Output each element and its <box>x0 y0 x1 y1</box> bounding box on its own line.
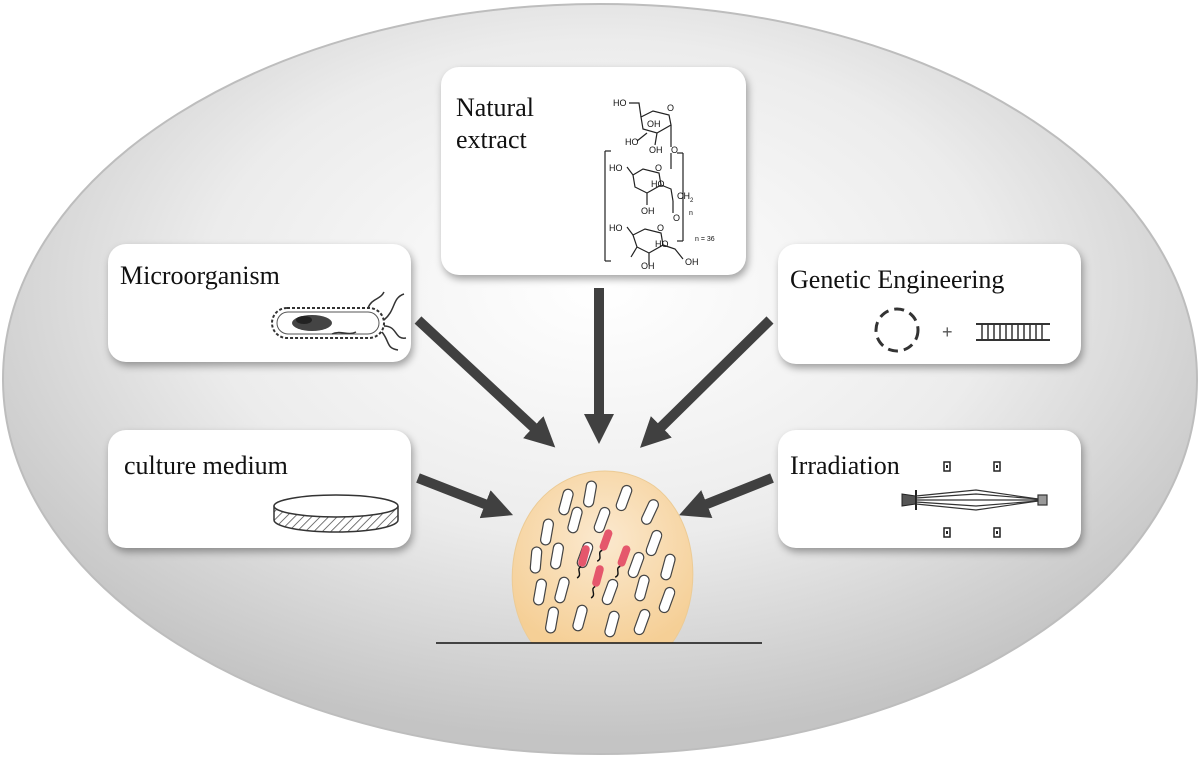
structure-n-value: n = 36 <box>695 236 715 243</box>
structure-o-3: O <box>655 163 662 173</box>
structure-o-4: O <box>673 213 680 223</box>
genetic-plus-sign: + <box>942 322 953 342</box>
dna-fragment-icon <box>976 323 1050 341</box>
structure-ho-1: HO <box>613 98 627 108</box>
microorganism-label: Microorganism <box>120 261 280 290</box>
structure-oh-1: OH <box>647 119 661 129</box>
irradiation-label: Irradiation <box>790 451 900 480</box>
bacterium-icon <box>271 291 407 351</box>
structure-ho-3: HO <box>609 163 623 173</box>
natural-extract-label-line1: Natural <box>456 93 534 122</box>
structure-ch2: CH2 <box>677 191 694 204</box>
structure-oh-4: OH <box>641 261 655 271</box>
polysaccharide-structure-icon: HO OH O HO OH O HO O HO CH2 OH O n HO O … <box>604 98 715 271</box>
irradiation-beam-icon <box>901 461 1048 538</box>
structure-n-subscript: n <box>689 210 693 217</box>
structure-oh-3: OH <box>641 206 655 216</box>
structure-o-2: O <box>671 145 678 155</box>
plasmid-dna-icon <box>874 307 920 353</box>
structure-oh-2: OH <box>649 145 663 155</box>
structure-ho-4: HO <box>651 179 665 189</box>
structure-ho-2: HO <box>625 137 639 147</box>
structure-o-1: O <box>667 103 674 113</box>
genetic-engineering-label: Genetic Engineering <box>790 265 1005 294</box>
structure-ho-5: HO <box>609 223 623 233</box>
culture-medium-label: culture medium <box>124 451 288 480</box>
natural-extract-label-line2: extract <box>456 125 527 154</box>
culture-medium-card: culture medium <box>108 430 411 548</box>
petri-dish-icon <box>273 494 399 533</box>
genetic-engineering-card: Genetic Engineering + <box>778 244 1081 364</box>
structure-ho-6: HO <box>655 239 669 249</box>
irradiation-card: Irradiation <box>778 430 1081 548</box>
natural-extract-card: Natural extract HO OH <box>441 67 746 275</box>
microorganism-card: Microorganism <box>108 244 411 362</box>
structure-oh-5: OH <box>685 257 699 267</box>
structure-o-5: O <box>657 223 664 233</box>
